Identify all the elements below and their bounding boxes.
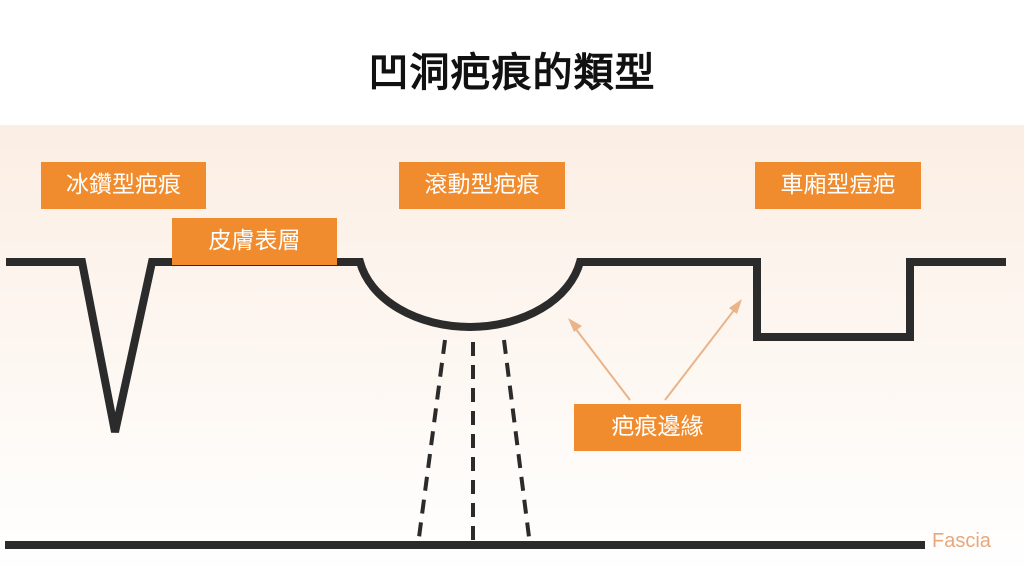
- arrow-head-boxcar: [729, 299, 742, 314]
- label-ice-pick-scar: 冰鑽型疤痕: [41, 162, 206, 209]
- fascia-label: Fascia: [932, 530, 991, 552]
- label-boxcar-scar: 車廂型痘疤: [755, 162, 921, 209]
- label-skin-surface: 皮膚表層: [172, 218, 337, 265]
- arrow-head-rolling: [568, 318, 582, 332]
- label-rolling-scar: 滾動型疤痕: [399, 162, 565, 209]
- label-scar-edge: 疤痕邊緣: [574, 404, 741, 451]
- page-title: 凹洞疤痕的類型: [368, 50, 656, 96]
- skin-surface-line: [6, 258, 1006, 433]
- tether-line-left: [416, 339, 447, 546]
- arrow-to-rolling-edge: [571, 323, 631, 401]
- tether-line-right: [502, 339, 532, 546]
- arrow-to-boxcar-edge: [664, 304, 739, 401]
